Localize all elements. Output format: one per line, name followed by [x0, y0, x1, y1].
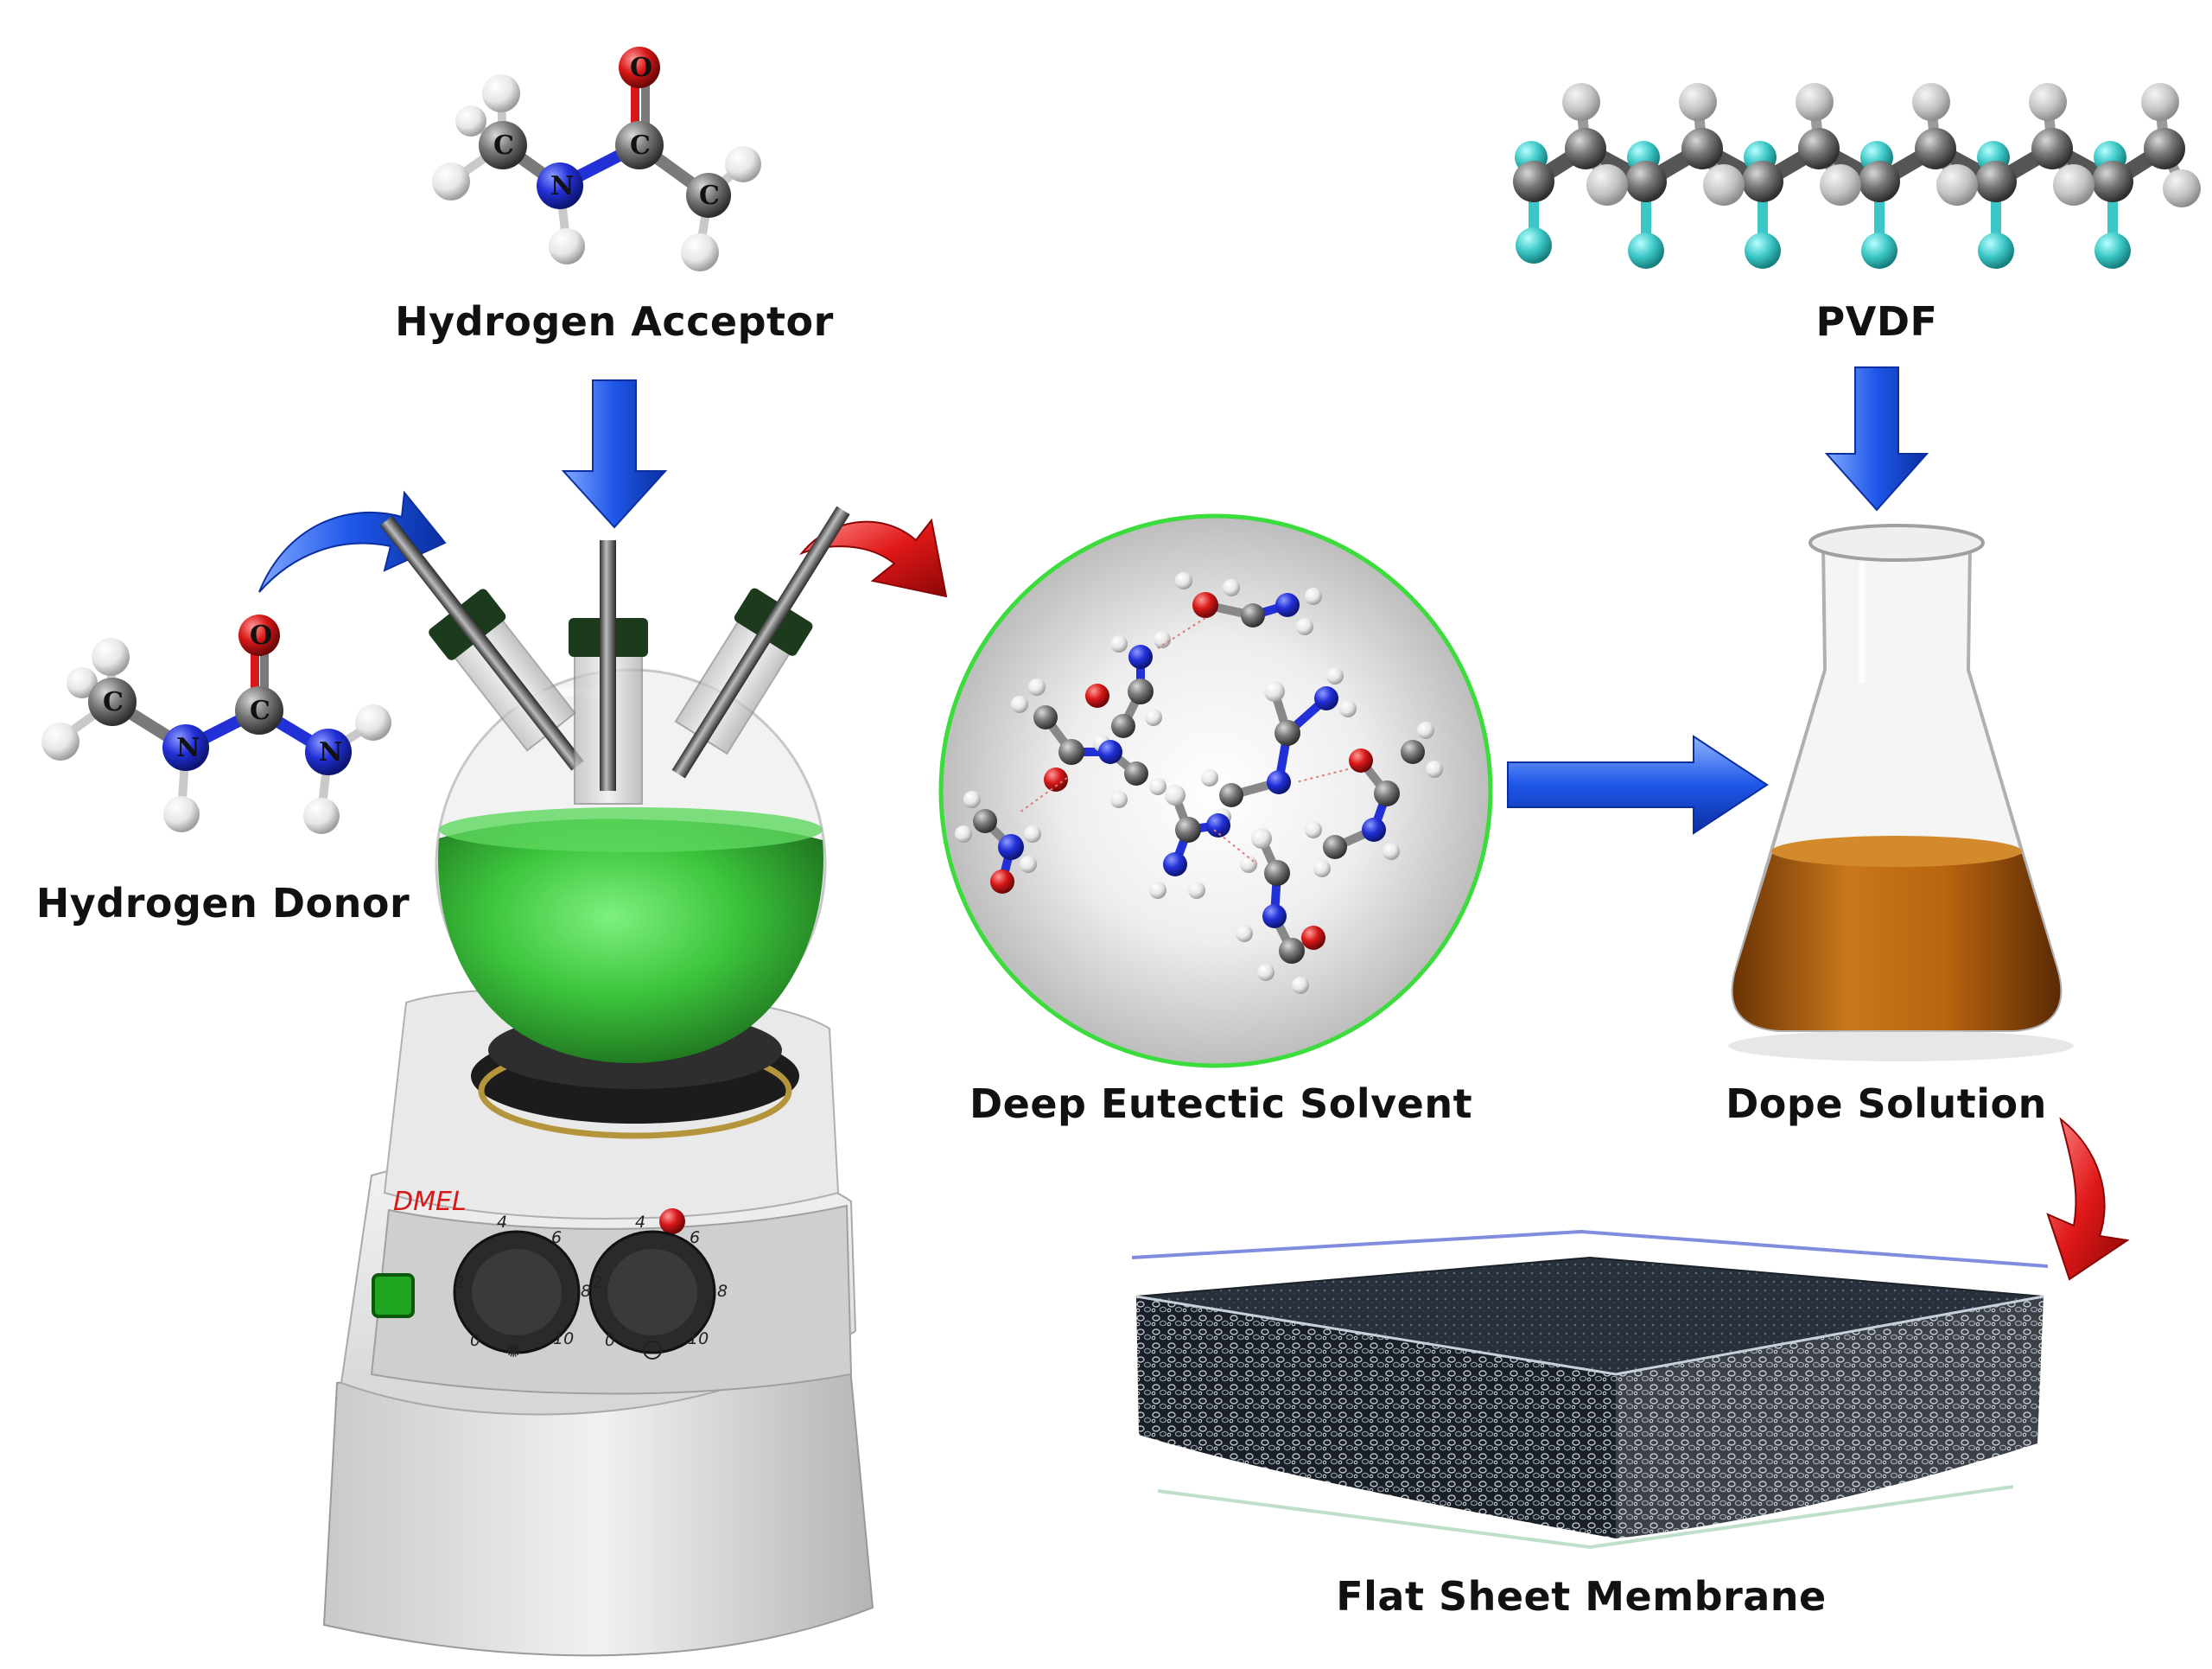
dial-label: 8 — [581, 1282, 591, 1301]
des-bubble — [938, 513, 1493, 1068]
dial-label: 4 — [635, 1213, 645, 1232]
dope-solution-label: Dope Solution — [1726, 1080, 2047, 1127]
stirrer-brand: DMEL — [393, 1187, 467, 1217]
round-bottom-flask — [379, 506, 850, 1063]
pvdf-chain — [1513, 83, 2201, 269]
carbon-letter: C — [103, 687, 124, 717]
des-label: Deep Eutectic Solvent — [969, 1080, 1473, 1127]
nitrogen-letter: N — [319, 737, 342, 768]
hot-plate-stirrer: DMEL 0 2 4 6 8 10 0 2 4 6 8 10 ✺ — [322, 987, 874, 1657]
dial-label: 0 — [470, 1331, 480, 1350]
dial-label: 4 — [497, 1213, 507, 1232]
pvdf-label: PVDF — [1815, 298, 1938, 345]
blue-curved-arrow-donor — [258, 490, 447, 593]
dial-label: 10 — [553, 1329, 574, 1348]
flat-sheet-membrane — [1131, 1229, 2049, 1550]
indicator-light — [659, 1208, 685, 1234]
carbon-letter: C — [630, 131, 651, 161]
dial-label: 0 — [605, 1331, 615, 1350]
power-switch[interactable] — [372, 1273, 415, 1318]
carbon-letter: C — [699, 181, 720, 211]
hydrogen-donor-molecule: C O C N N — [41, 615, 391, 834]
dial-label: 2 — [454, 1273, 465, 1292]
timer-icon — [643, 1341, 662, 1360]
nitrogen-letter: N — [176, 733, 200, 763]
stir-icon: ✺ — [505, 1341, 521, 1362]
hydrogen-acceptor-label: Hydrogen Acceptor — [395, 298, 834, 345]
blue-down-arrow-pvdf — [1824, 366, 1929, 512]
dial-label: 6 — [690, 1228, 700, 1247]
blue-right-arrow-des-to-dope — [1507, 735, 1769, 835]
membrane-label: Flat Sheet Membrane — [1336, 1573, 1827, 1620]
dial-label: 8 — [717, 1282, 728, 1301]
red-curved-arrow-to-membrane — [2046, 1117, 2130, 1281]
dial-label: 6 — [551, 1228, 562, 1247]
dial-label: 2 — [593, 1273, 603, 1292]
nitrogen-letter: N — [550, 171, 574, 201]
erlenmeyer-flask — [1728, 524, 2074, 1061]
hydrogen-donor-label: Hydrogen Donor — [35, 880, 410, 927]
dial-label: 10 — [688, 1329, 709, 1348]
hydrogen-acceptor-molecule: C O N C C — [432, 47, 761, 271]
carbon-letter: C — [493, 131, 514, 161]
oxygen-letter: O — [630, 53, 652, 83]
oxygen-letter: O — [250, 621, 272, 651]
carbon-letter: C — [250, 696, 270, 726]
blue-down-arrow-acceptor — [561, 379, 668, 529]
